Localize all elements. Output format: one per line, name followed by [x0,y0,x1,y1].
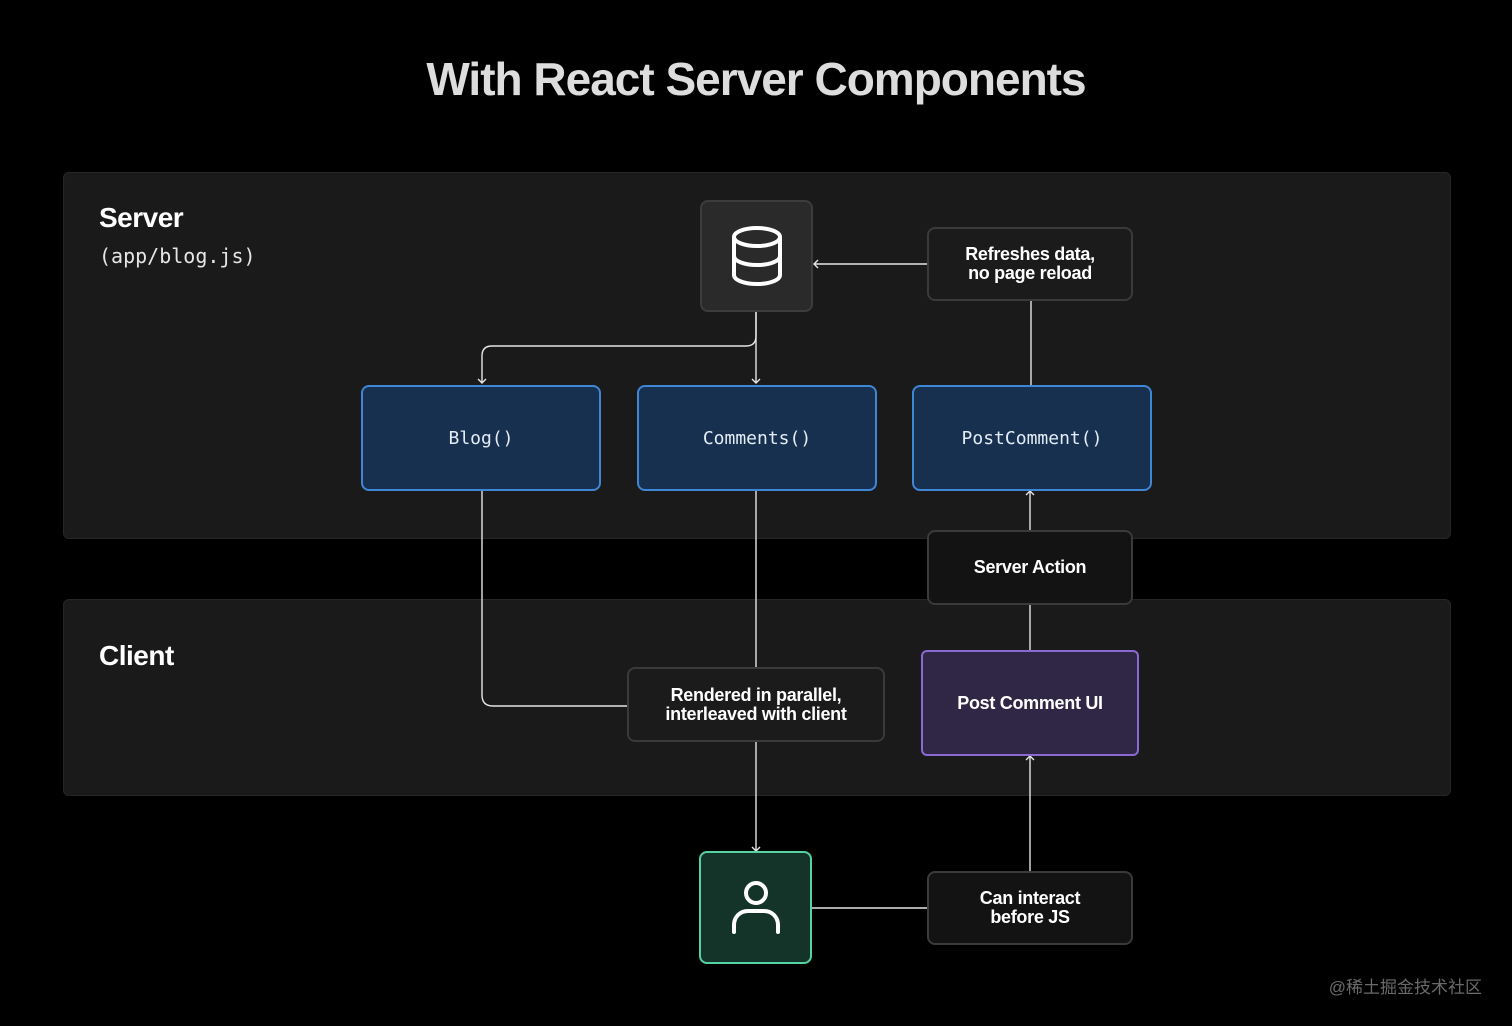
can-interact-note: Can interact before JS [927,871,1133,945]
watermark: @稀土掘金技术社区 [1328,978,1482,997]
user-icon [731,880,780,934]
database-node [700,200,813,312]
blog-component: Blog() [361,385,601,491]
arrow-db-to-blog [477,312,757,384]
rendered-parallel-note: Rendered in parallel, interleaved with c… [627,667,885,742]
blog-label: Blog() [448,427,514,449]
comments-component: Comments() [637,385,877,491]
server-label: Server [99,202,184,233]
refreshes-data-label: Refreshes data, no page reload [965,244,1095,283]
server-action-node: Server Action [927,530,1133,605]
database-icon [731,226,782,287]
line-blog-to-rendered [481,491,627,707]
diagram-title: With React Server Components [426,53,1086,105]
server-action-label: Server Action [973,557,1087,577]
can-interact-label: Can interact before JS [979,888,1081,927]
client-label: Client [99,640,174,671]
post-comment-ui-node: Post Comment UI [921,650,1139,756]
comments-label: Comments() [702,427,812,449]
refreshes-data-note: Refreshes data, no page reload [927,227,1133,301]
server-file-label: (app/blog.js) [99,244,256,268]
user-node [699,851,812,964]
post-comment-component: PostComment() [912,385,1152,491]
post-comment-ui-label: Post Comment UI [957,692,1103,713]
rendered-parallel-label: Rendered in parallel, interleaved with c… [665,684,847,724]
post-comment-label: PostComment() [961,427,1103,449]
